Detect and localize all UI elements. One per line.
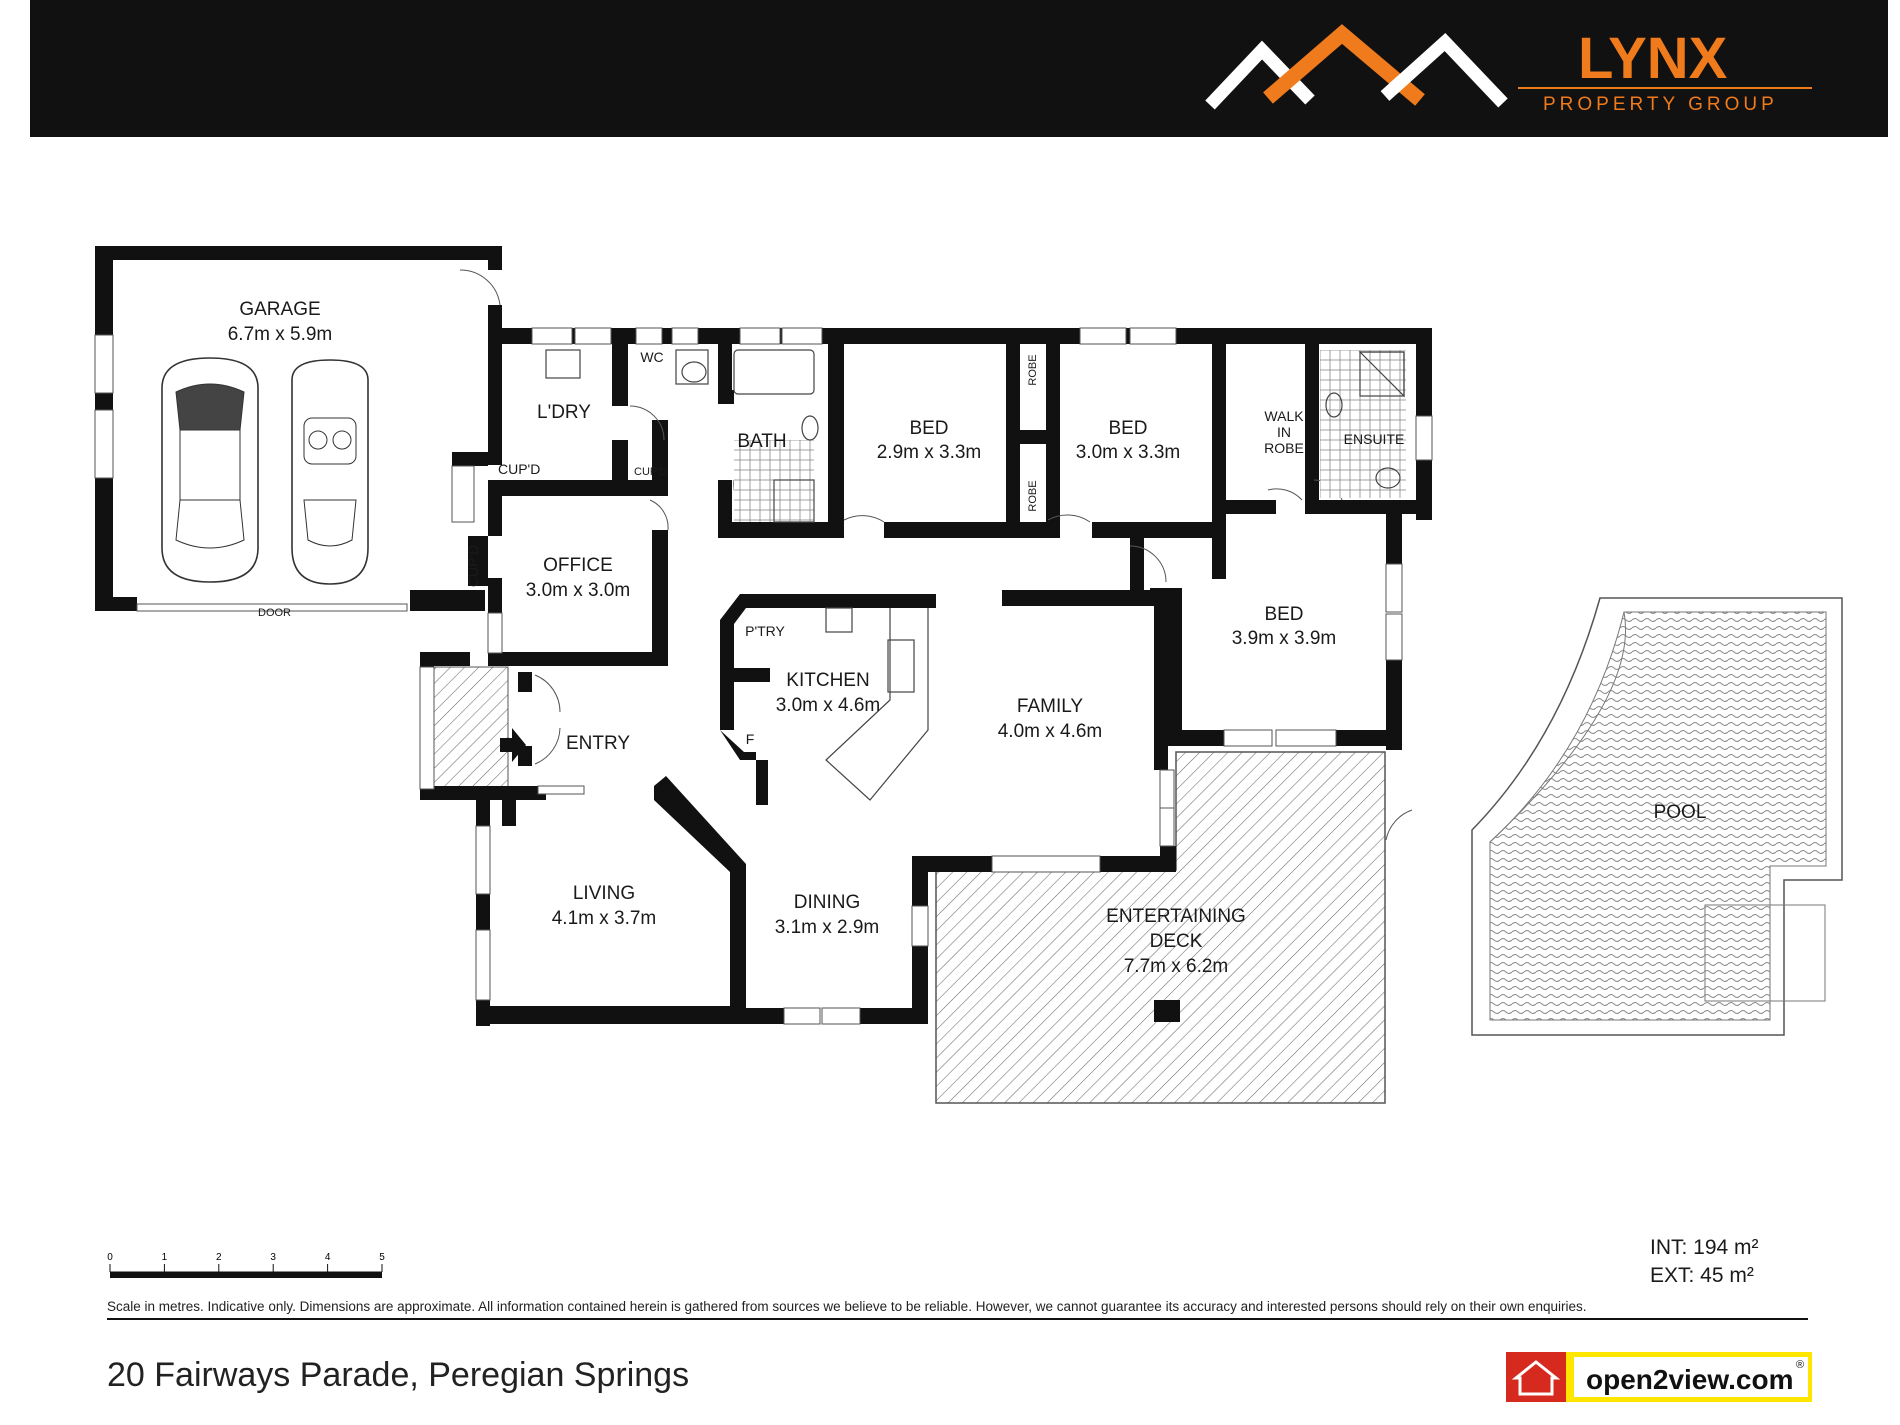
robe2-label: ROBE	[1027, 480, 1039, 511]
garage-dims: 6.7m x 5.9m	[228, 324, 333, 345]
scale-tick-label: 0	[107, 1252, 113, 1263]
house-icon	[1511, 1360, 1561, 1396]
pool-label: POOL	[1654, 802, 1707, 823]
header-bar	[30, 0, 1888, 137]
property-address: 20 Fairways Parade, Peregian Springs	[107, 1356, 690, 1394]
office-cupboard-label: CUP'D	[465, 545, 481, 587]
walk-in-robe-line2: IN	[1277, 424, 1291, 440]
pantry-label: P'TRY	[745, 623, 785, 639]
bed2-dims: 3.0m x 3.3m	[1076, 442, 1181, 463]
wc-label: WC	[640, 349, 663, 365]
kitchen-dims: 3.0m x 4.6m	[776, 695, 881, 716]
internal-area: INT: 194 m²	[1650, 1236, 1759, 1259]
laundry-name: L'DRY	[537, 402, 591, 423]
convertible-top-view-icon	[291, 359, 369, 585]
family-name: FAMILY	[1017, 696, 1083, 717]
walls	[95, 246, 1432, 1026]
entry-label: ENTRY	[566, 733, 630, 754]
roof-icon-right	[1380, 32, 1508, 108]
lynx-logo: LYNX PROPERTY GROUP	[1205, 24, 1812, 115]
roof-icon-middle	[1263, 24, 1425, 106]
brand-name: LYNX	[1578, 26, 1728, 91]
bed3-dims: 3.9m x 3.9m	[1232, 628, 1337, 649]
scale-tick-label: 2	[216, 1252, 222, 1263]
bed3-name: BED	[1264, 604, 1303, 625]
scale-tick-label: 5	[379, 1252, 385, 1263]
scale-tick-label: 3	[270, 1252, 276, 1263]
open2view-text: open2view.com	[1586, 1364, 1793, 1395]
living-dims: 4.1m x 3.7m	[552, 908, 657, 929]
brand-tagline: PROPERTY GROUP	[1543, 94, 1778, 115]
windows: DOOR	[94, 327, 1433, 1025]
entry-arrow-icon	[500, 728, 526, 762]
dining-dims: 3.1m x 2.9m	[775, 917, 880, 938]
bed2-name: BED	[1108, 418, 1147, 439]
deck-line1: ENTERTAINING	[1106, 906, 1246, 927]
robe1-label: ROBE	[1027, 354, 1039, 385]
fridge-label: F	[746, 731, 755, 747]
dining-name: DINING	[794, 892, 861, 913]
laundry-cupboard-label: CUP'D	[498, 461, 540, 477]
kitchen-name: KITCHEN	[786, 670, 869, 691]
office-name: OFFICE	[543, 555, 613, 576]
garage-door-label: DOOR	[258, 607, 291, 619]
scale-tick-label: 4	[325, 1252, 331, 1263]
fixtures	[545, 349, 1406, 801]
scale-bar: 0 1 2 3 4 5	[107, 1252, 385, 1278]
disclaimer-text: Scale in metres. Indicative only. Dimens…	[107, 1299, 1587, 1314]
external-area: EXT: 45 m²	[1650, 1264, 1754, 1287]
living-name: LIVING	[573, 883, 635, 904]
family-dims: 4.0m x 4.6m	[998, 721, 1103, 742]
scale-tick-label: 1	[162, 1252, 168, 1263]
entry-porch-area	[429, 666, 509, 790]
bed1-dims: 2.9m x 3.3m	[877, 442, 982, 463]
office-dims: 3.0m x 3.0m	[526, 580, 631, 601]
open2view-logo: open2view.com ®	[1506, 1352, 1812, 1402]
ensuite-label: ENSUITE	[1344, 431, 1405, 447]
laundry-cupboard-small-label: CUP'D	[634, 466, 667, 478]
walk-in-robe-line3: ROBE	[1264, 440, 1304, 456]
deck-line2: DECK	[1150, 931, 1203, 952]
car-top-view-icon	[161, 357, 259, 583]
garage-name: GARAGE	[239, 299, 320, 320]
walk-in-robe-line1: WALK	[1264, 408, 1304, 424]
bath-label: BATH	[737, 431, 786, 452]
deck-dims: 7.7m x 6.2m	[1124, 956, 1229, 977]
pool	[1471, 597, 1843, 1036]
bed1-name: BED	[909, 418, 948, 439]
room-labels: GARAGE 6.7m x 5.9m L'DRY CUP'D CUP'D WC …	[228, 299, 1707, 977]
open2view-mark: ®	[1796, 1359, 1804, 1371]
